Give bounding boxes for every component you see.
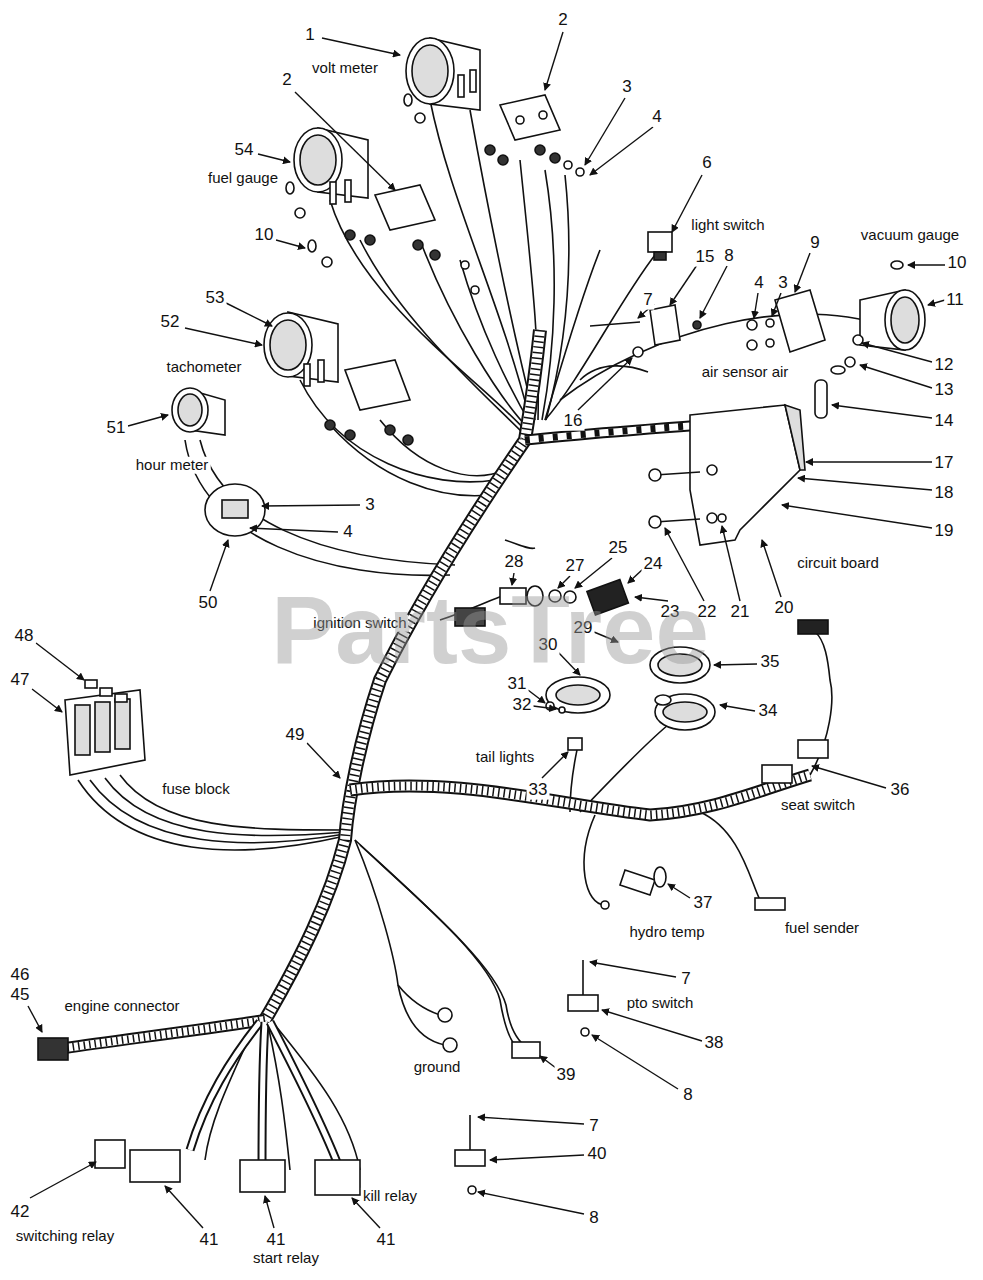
part-name: tail lights: [474, 749, 536, 766]
part-name: tachometer: [164, 359, 243, 376]
callout-number: 41: [375, 1231, 398, 1250]
callout-number: 10: [946, 254, 969, 273]
callout-number: 8: [587, 1209, 600, 1228]
callout-number: 21: [729, 603, 752, 622]
part-name: pto switch: [625, 995, 696, 1012]
callout-number: 32: [511, 696, 534, 715]
part-name: seat switch: [779, 797, 857, 814]
callout-number: 3: [776, 274, 789, 293]
callout-number: 3: [363, 496, 376, 515]
part-name: hour meter: [134, 457, 211, 474]
part-name: hydro temp: [627, 924, 706, 941]
callout-number: 28: [503, 553, 526, 572]
callout-number: 20: [773, 599, 796, 618]
callout-number: 4: [752, 274, 765, 293]
callout-number: 3: [620, 78, 633, 97]
callout-number: 38: [703, 1034, 726, 1053]
callout-number: 25: [607, 539, 630, 558]
callout-number: 1: [303, 26, 316, 45]
callout-number: 37: [692, 894, 715, 913]
part-name: fuel sender: [783, 920, 861, 937]
callout-number: 52: [159, 313, 182, 332]
callout-number: 50: [197, 594, 220, 613]
callout-number: 17: [933, 454, 956, 473]
part-name: ground: [412, 1059, 463, 1076]
callout-number: 13: [933, 381, 956, 400]
callout-number: 46: [9, 966, 32, 985]
part-name: engine connector: [62, 998, 181, 1015]
callout-number: 8: [681, 1086, 694, 1105]
callout-number: 2: [556, 11, 569, 30]
callout-number: 35: [759, 653, 782, 672]
part-name: switching relay: [14, 1228, 116, 1245]
callout-number: 12: [933, 356, 956, 375]
watermark: PartsTree: [269, 577, 711, 683]
callout-number: 24: [642, 555, 665, 574]
callout-number: 7: [641, 291, 654, 310]
part-name: light switch: [689, 217, 766, 234]
callout-number: 49: [284, 726, 307, 745]
callout-number: 41: [198, 1231, 221, 1250]
callout-number: 40: [586, 1145, 609, 1164]
callout-number: 45: [9, 986, 32, 1005]
callout-number: 53: [204, 289, 227, 308]
callout-number: 11: [944, 291, 966, 310]
callout-number: 14: [933, 412, 956, 431]
callout-number: 8: [722, 247, 735, 266]
callout-number: 27: [564, 557, 587, 576]
callout-number: 34: [757, 702, 780, 721]
callout-number: 41: [265, 1231, 288, 1250]
callout-number: 33: [527, 781, 550, 800]
part-name: kill relay: [361, 1188, 419, 1205]
callout-number: 2: [280, 71, 293, 90]
callout-number: 18: [933, 484, 956, 503]
callout-number: 42: [9, 1203, 32, 1222]
part-name: start relay: [251, 1250, 321, 1267]
callout-number: 19: [933, 522, 956, 541]
part-name: volt meter: [310, 60, 380, 77]
part-name: air sensor air: [700, 364, 791, 381]
callout-number: 54: [233, 141, 256, 160]
callout-number: 6: [700, 154, 713, 173]
callout-number: 16: [562, 412, 585, 431]
callout-number: 47: [9, 671, 32, 690]
part-name: vacuum gauge: [859, 227, 961, 244]
callout-number: 7: [587, 1117, 600, 1136]
part-name: fuel gauge: [206, 170, 280, 187]
callout-number: 9: [808, 234, 821, 253]
callout-number: 10: [253, 226, 276, 245]
callout-number: 4: [341, 523, 354, 542]
callout-number: 51: [105, 419, 128, 438]
callout-number: 4: [650, 108, 663, 127]
part-name: fuse block: [160, 781, 232, 798]
callout-number: 48: [13, 627, 36, 646]
callout-number: 36: [889, 781, 912, 800]
part-name: circuit board: [795, 555, 881, 572]
callout-number: 39: [555, 1066, 578, 1085]
callout-number: 7: [679, 970, 692, 989]
callout-number: 15: [694, 248, 717, 267]
